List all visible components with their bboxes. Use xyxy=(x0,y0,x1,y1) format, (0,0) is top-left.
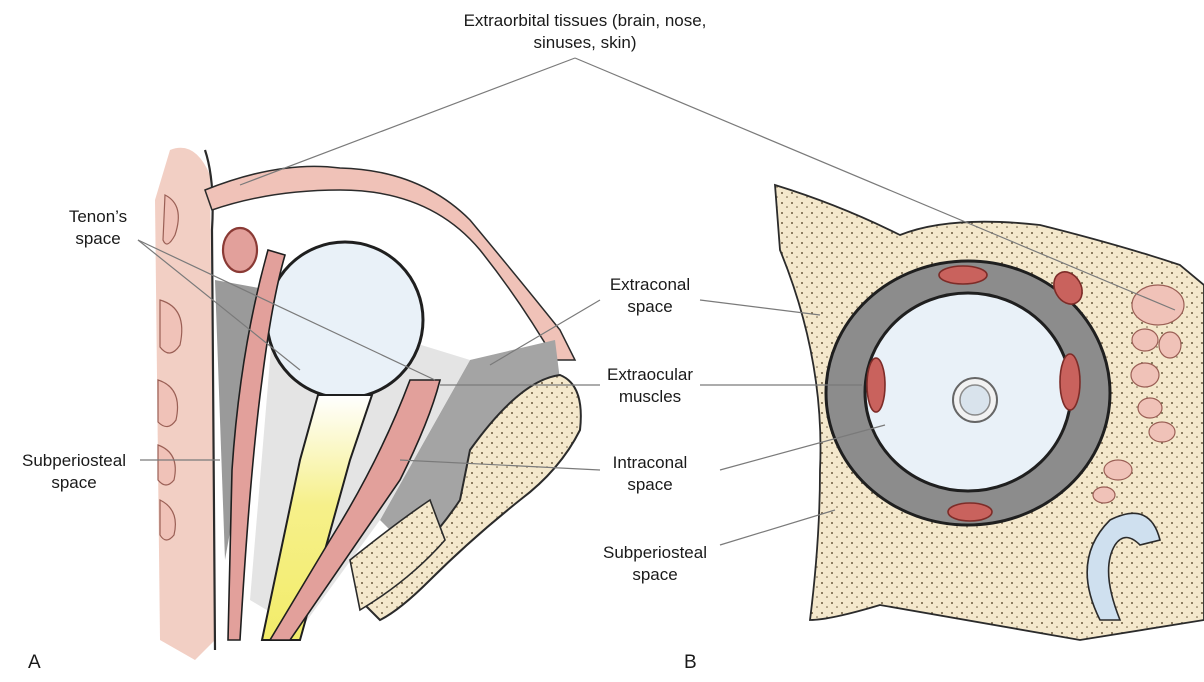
label-tenons-line1: Tenon’s xyxy=(38,206,158,228)
label-subperiosteal-right-line2: space xyxy=(585,564,725,586)
label-extraorbital-line2: sinuses, skin) xyxy=(405,32,765,54)
label-extraorbital-tissues: Extraorbital tissues (brain, nose, sinus… xyxy=(405,10,765,54)
label-subperiosteal-left-line2: space xyxy=(4,472,144,494)
lateral-rectus-b xyxy=(1060,354,1080,410)
label-tenons-line2: space xyxy=(38,228,158,250)
label-intraconal-line2: space xyxy=(585,474,715,496)
label-subperiosteal-right-line1: Subperiosteal xyxy=(585,542,725,564)
label-extraocular-muscles: Extraocular muscles xyxy=(585,364,715,408)
optic-nerve-b-inner xyxy=(960,385,990,415)
label-extraconal-line2: space xyxy=(585,296,715,318)
label-intraconal-space: Intraconal space xyxy=(585,452,715,496)
panel-letter-b: B xyxy=(684,652,697,674)
label-intraconal-line1: Intraconal xyxy=(585,452,715,474)
label-extraocular-line1: Extraocular xyxy=(585,364,715,386)
superior-oblique-a xyxy=(223,228,257,272)
panel-letter-a: A xyxy=(28,652,41,674)
label-subperiosteal-space-right: Subperiosteal space xyxy=(585,542,725,586)
label-extraorbital-line1: Extraorbital tissues (brain, nose, xyxy=(405,10,765,32)
medial-rectus-b xyxy=(867,358,885,412)
superior-rectus-b xyxy=(939,266,987,284)
inferior-rectus-b xyxy=(948,503,992,521)
label-subperiosteal-space-left: Subperiosteal space xyxy=(4,450,144,494)
label-tenons-space: Tenon’s space xyxy=(38,206,158,250)
globe-a xyxy=(267,242,423,398)
panel-b-coronal-section xyxy=(775,185,1204,640)
label-extraconal-space: Extraconal space xyxy=(585,274,715,318)
label-extraocular-line2: muscles xyxy=(585,386,715,408)
label-extraconal-line1: Extraconal xyxy=(585,274,715,296)
panel-a-sagittal-section xyxy=(155,148,581,660)
label-subperiosteal-left-line1: Subperiosteal xyxy=(4,450,144,472)
